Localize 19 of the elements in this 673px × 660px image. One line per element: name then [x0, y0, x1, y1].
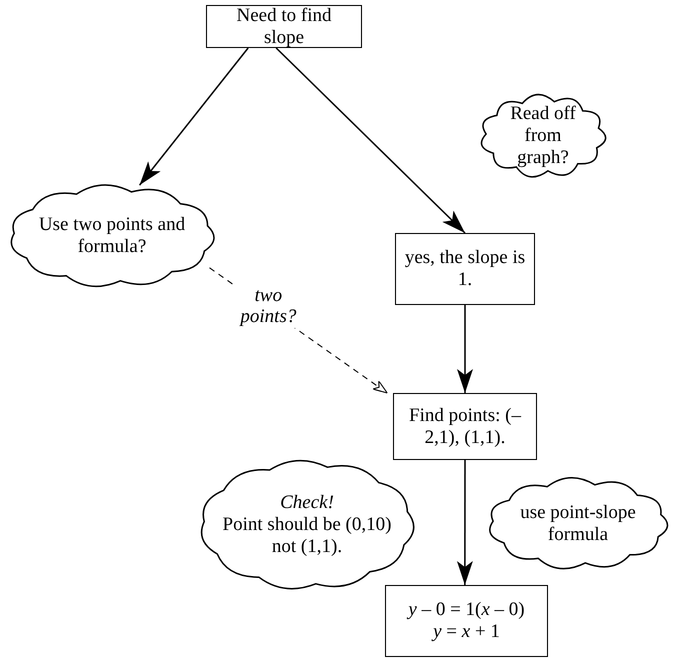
node-text: Check! — [280, 492, 334, 514]
arrow — [457, 305, 473, 393]
node-text: y = x + 1 — [433, 621, 500, 643]
process-box — [385, 585, 548, 657]
node-text: Use two points and formula? — [38, 214, 186, 258]
process-box — [393, 393, 537, 460]
node-text: Need to find slope — [236, 4, 332, 48]
node-text: Point should be (0,10) not (1,1). — [222, 514, 392, 558]
node-text: yes, the slope is 1. — [404, 247, 526, 291]
arrow — [138, 48, 249, 186]
process-box — [395, 233, 535, 305]
node-text: y – 0 = 1(x – 0) — [408, 599, 525, 621]
arrow — [456, 460, 473, 585]
thought-cloud — [478, 93, 608, 179]
node-text: Find points: (–2,1), (1,1). — [408, 404, 522, 448]
node-text: use point-slope formula — [519, 502, 637, 546]
arrow — [276, 47, 466, 234]
process-box — [206, 5, 362, 48]
node-text: Read off from graph? — [509, 103, 577, 169]
